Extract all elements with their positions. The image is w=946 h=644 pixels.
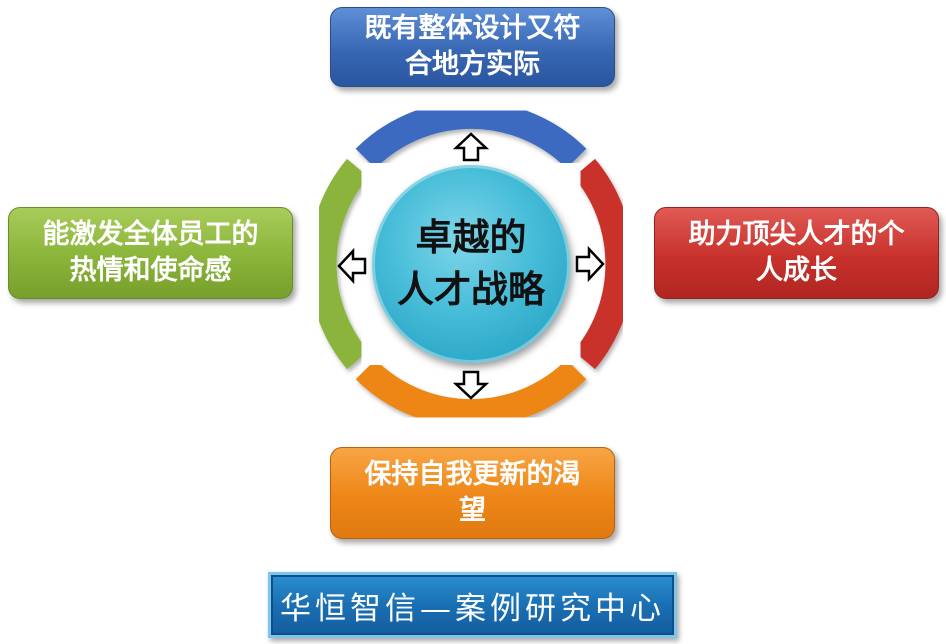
box-left-line1: 能激发全体员工的 xyxy=(42,219,259,250)
ring-arc-bottom xyxy=(355,359,587,428)
center-title-line2: 人才战略 xyxy=(397,268,545,311)
footer-banner: 华恒智信—案例研究中心 xyxy=(268,572,677,638)
arrow-right-icon xyxy=(575,245,605,283)
box-left-line2: 热情和使命感 xyxy=(69,255,232,286)
arrow-down-icon xyxy=(452,370,490,400)
ring-arc-right xyxy=(573,158,634,370)
box-bottom-line2: 望 xyxy=(459,495,486,526)
center-circle: 卓越的 人才战略 xyxy=(372,165,570,363)
ring-arc-top xyxy=(355,100,587,169)
box-top-line2: 合地方实际 xyxy=(405,49,540,80)
center-title-line1: 卓越的 xyxy=(415,216,527,259)
ring-arc-left xyxy=(308,158,369,370)
box-right: 助力顶尖人才的个 人成长 xyxy=(654,207,939,299)
box-bottom-line1: 保持自我更新的渴 xyxy=(364,459,581,490)
arrow-left-icon xyxy=(337,247,367,285)
banner-text: 华恒智信—案例研究中心 xyxy=(280,590,665,627)
box-left: 能激发全体员工的 热情和使命感 xyxy=(8,207,293,299)
box-bottom: 保持自我更新的渴 望 xyxy=(330,447,615,539)
box-top: 既有整体设计又符 合地方实际 xyxy=(330,7,615,87)
box-right-line1: 助力顶尖人才的个 xyxy=(688,219,905,250)
box-top-line1: 既有整体设计又符 xyxy=(364,13,581,44)
box-right-line2: 人成长 xyxy=(756,255,837,286)
arrow-up-icon xyxy=(452,132,490,162)
